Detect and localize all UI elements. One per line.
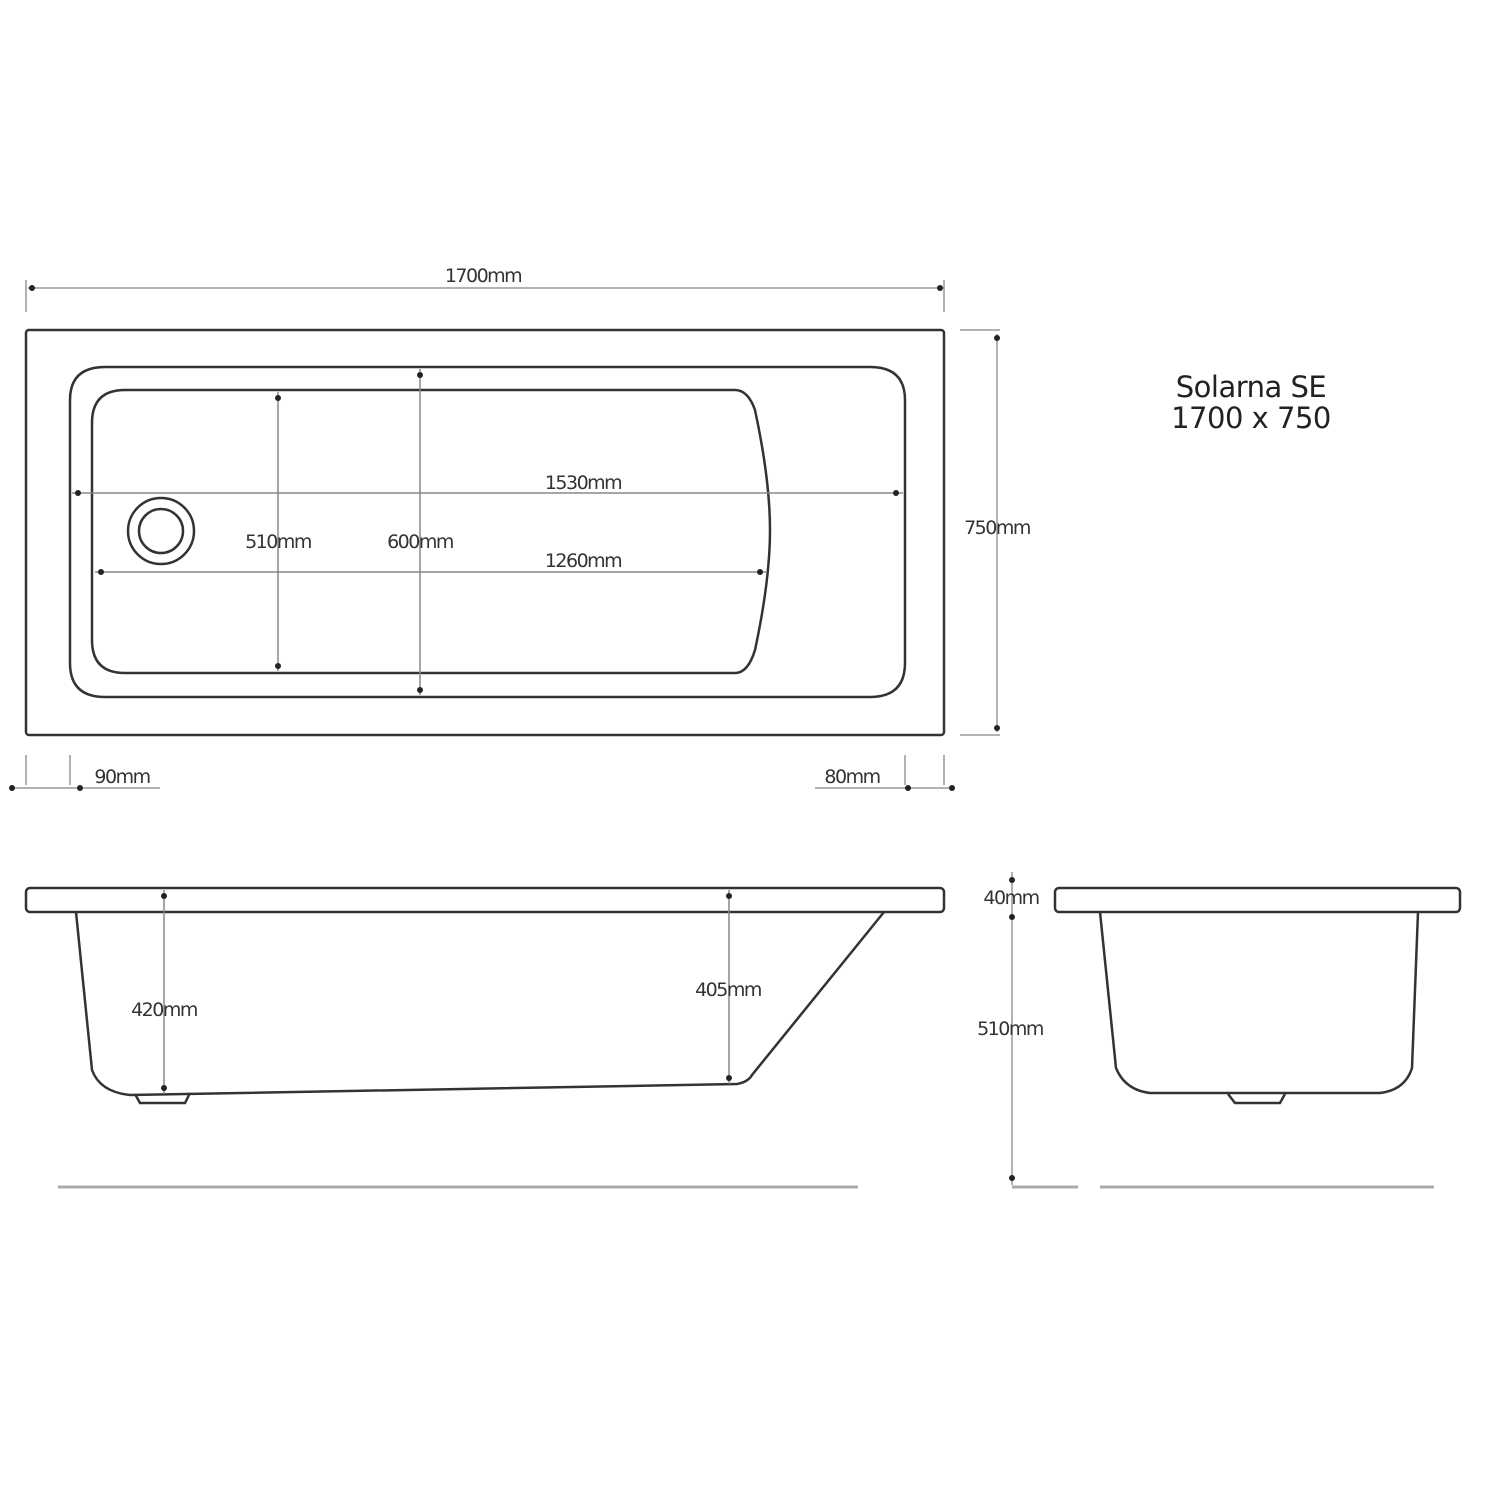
overall-width-label: 750mm — [964, 517, 1030, 539]
model-size: 1700 x 750 — [1171, 401, 1331, 435]
right-rim-label: 80mm — [824, 766, 879, 788]
base-length-label: 1260mm — [545, 550, 621, 572]
inner-width-label: 600mm — [387, 531, 453, 553]
side-view: 420mm 405mm — [24, 886, 946, 1189]
rim-inner-length-label: 1530mm — [545, 472, 621, 494]
overall-height-label: 510mm — [977, 1018, 1043, 1040]
drain-waste-icon — [126, 496, 196, 566]
base-width-label: 510mm — [245, 531, 311, 553]
top-view: 1700mm 1530mm 1260mm 510mm 600mm 750mm 9… — [9, 265, 1031, 791]
waste-end-depth-label: 420mm — [131, 999, 197, 1021]
tap-end-depth-label: 405mm — [695, 979, 761, 1001]
overall-length-label: 1700mm — [445, 265, 521, 287]
product-title: Solarna SE 1700 x 750 — [1171, 370, 1331, 435]
left-rim-label: 90mm — [94, 766, 149, 788]
end-view: 40mm 510mm — [977, 872, 1462, 1189]
model-name: Solarna SE — [1176, 370, 1327, 404]
rim-thickness-label: 40mm — [983, 887, 1038, 909]
